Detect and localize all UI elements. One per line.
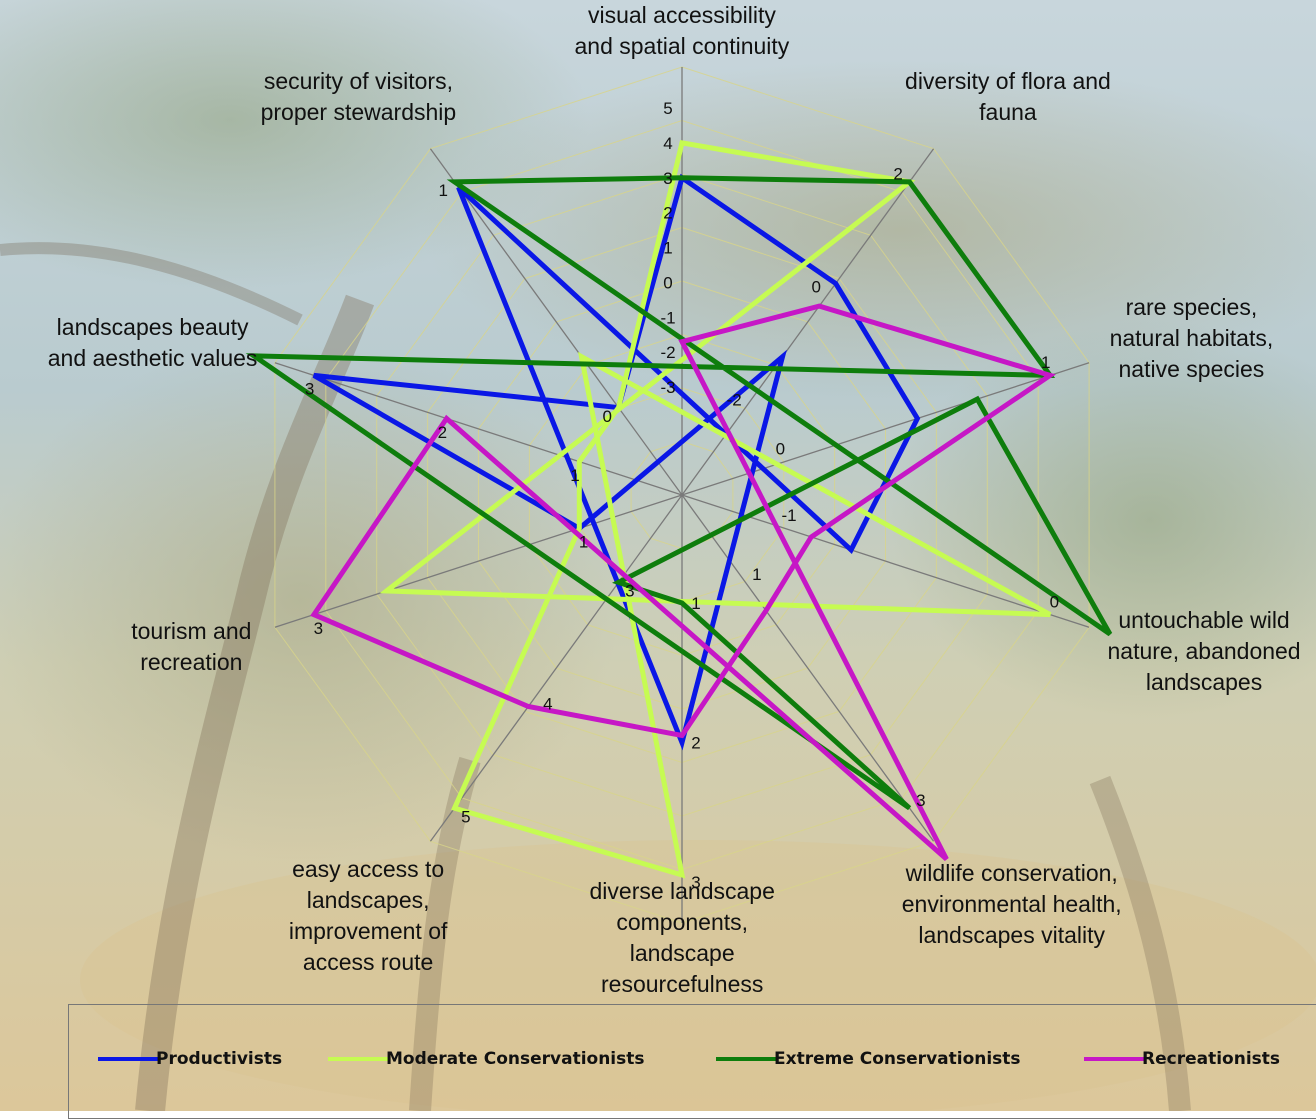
axis-label-line: components, [616, 909, 749, 935]
axis-label: easy access to landscapes, improvement of a… [289, 854, 448, 978]
axis-label-line: native species [1118, 356, 1265, 383]
tick-label: 2 [691, 734, 700, 753]
tick-label: 4 [543, 695, 552, 714]
tick-label: 3 [314, 619, 323, 638]
axis-label: rare species, natural habitats, native spe… [1110, 292, 1274, 385]
legend-item-productivists: Productivists [98, 1047, 282, 1071]
axis-label-line: improvement of [288, 918, 448, 945]
legend-item-recreationists: Recreationists [1084, 1047, 1280, 1071]
tick-labels: -3 -2 -1 0 1 2 3 4 5 -2 0 2 0 1 -1 0 1 3 1 2 3 3 4 5 1 3 1 2 3 0 1 [305, 99, 1059, 892]
axis-label-line: wildlife conservation, [905, 860, 1118, 886]
axis-label-line: fauna [979, 99, 1037, 126]
axis-label-line: untouchable wild [1118, 606, 1290, 633]
tick-label: -3 [660, 378, 675, 397]
axis-label-line: diversity of flora and [905, 68, 1111, 95]
tick-label: 2 [438, 423, 447, 442]
tick-label: 2 [893, 165, 902, 184]
axis-label: tourism and recreation [131, 616, 251, 678]
legend-swatch-recreationists [1084, 1057, 1144, 1061]
tick-label: 1 [752, 565, 761, 584]
tick-label: 1 [579, 533, 588, 552]
axis-spoke [429, 494, 683, 842]
series-recreationists [310, 303, 1056, 861]
legend-swatch-extreme-conservationists [716, 1057, 776, 1061]
axis-label-line: natural habitats, [1109, 325, 1274, 352]
legend-swatch-moderate-conservationists [328, 1057, 388, 1061]
series-moderate-conservationists [379, 140, 1052, 879]
axis-label-line: resourcefulness [601, 971, 764, 997]
axis-label: landscapes beauty and aesthetic values [48, 312, 258, 374]
axis-label-line: environmental health, [901, 891, 1122, 917]
axis-label-line: diverse landscape [589, 878, 775, 904]
axis-spoke [681, 494, 935, 842]
tick-label: 3 [916, 791, 925, 810]
tick-label: 3 [625, 582, 634, 601]
axis-label-line: security of visitors, [263, 68, 453, 95]
axis-label-line: landscapes beauty [56, 314, 249, 341]
tick-label: 4 [663, 134, 672, 153]
axis-label-line: landscapes, [306, 887, 430, 914]
tick-label: -1 [781, 506, 796, 525]
tick-label: 3 [691, 873, 700, 892]
axis-label-line: landscapes [1145, 668, 1263, 695]
tick-label: -2 [660, 343, 675, 362]
tick-label: 1 [1041, 353, 1050, 372]
tick-label: 1 [663, 239, 672, 258]
axis-label-line: visual accessibility [587, 2, 776, 28]
axis-label-line: and aesthetic values [47, 345, 258, 372]
axis-label-line: and spatial continuity [574, 33, 790, 59]
axis-label-line: rare species, [1125, 294, 1258, 321]
axis-label-line: access route [302, 949, 434, 976]
tick-label: 1 [691, 594, 700, 613]
legend-item-extreme-conservationists: Extreme Conservationists [716, 1047, 1021, 1071]
axis-label-line: recreation [140, 648, 243, 675]
tick-label: 0 [1050, 592, 1059, 611]
axis-spoke [429, 148, 683, 496]
legend-label-extreme-conservationists: Extreme Conservationists [774, 1049, 1021, 1069]
legend-label-moderate-conservationists: Moderate Conservationists [386, 1049, 645, 1069]
axis-label-line: nature, abandoned [1107, 637, 1301, 664]
tick-label: 0 [602, 407, 611, 426]
legend-swatch-productivists [98, 1057, 158, 1061]
axis-spoke [274, 362, 683, 496]
tick-label: 5 [461, 807, 470, 826]
axis-label: security of visitors, proper stewardship [261, 66, 457, 128]
tick-label: -2 [727, 390, 742, 409]
axis-label-line: proper stewardship [260, 99, 457, 126]
tick-label: -1 [660, 308, 675, 327]
axis-label-line: landscapes vitality [918, 922, 1106, 948]
legend-label-productivists: Productivists [156, 1049, 283, 1069]
axis-label: visual accessibility and spatial continui… [575, 0, 790, 62]
tick-label: 0 [811, 278, 820, 297]
radar-series [245, 140, 1113, 879]
tick-label: 0 [663, 273, 672, 292]
tick-label: 5 [663, 99, 672, 118]
tick-label: 1 [570, 466, 579, 485]
axis-label-line: tourism and [131, 617, 252, 644]
axis-label-line: easy access to [292, 856, 445, 883]
axis-label: diverse landscape components, landscape res… [590, 876, 775, 1000]
axis-label: wildlife conservation, environmental heal… [902, 858, 1122, 951]
tick-label: 1 [438, 181, 447, 200]
tick-label: 3 [305, 380, 314, 399]
axis-label: diversity of flora and fauna [905, 66, 1111, 128]
tick-label: 2 [663, 204, 672, 223]
legend-item-moderate-conservationists: Moderate Conservationists [328, 1047, 645, 1071]
axis-label: untouchable wild nature, abandoned landsca… [1107, 605, 1300, 698]
tick-label: 0 [776, 439, 785, 458]
legend-label-recreationists: Recreationists [1142, 1049, 1281, 1069]
axis-label-line: landscape [629, 940, 735, 966]
tick-label: 3 [663, 169, 672, 188]
